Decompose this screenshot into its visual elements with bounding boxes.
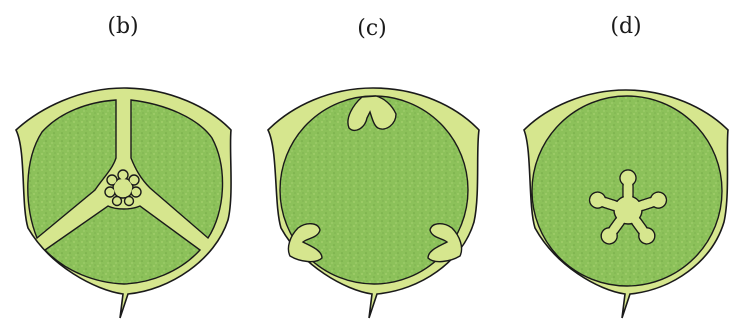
ovary-section-c xyxy=(268,88,479,318)
ovary-section-d xyxy=(524,90,728,318)
ovary-section-b xyxy=(16,88,231,318)
